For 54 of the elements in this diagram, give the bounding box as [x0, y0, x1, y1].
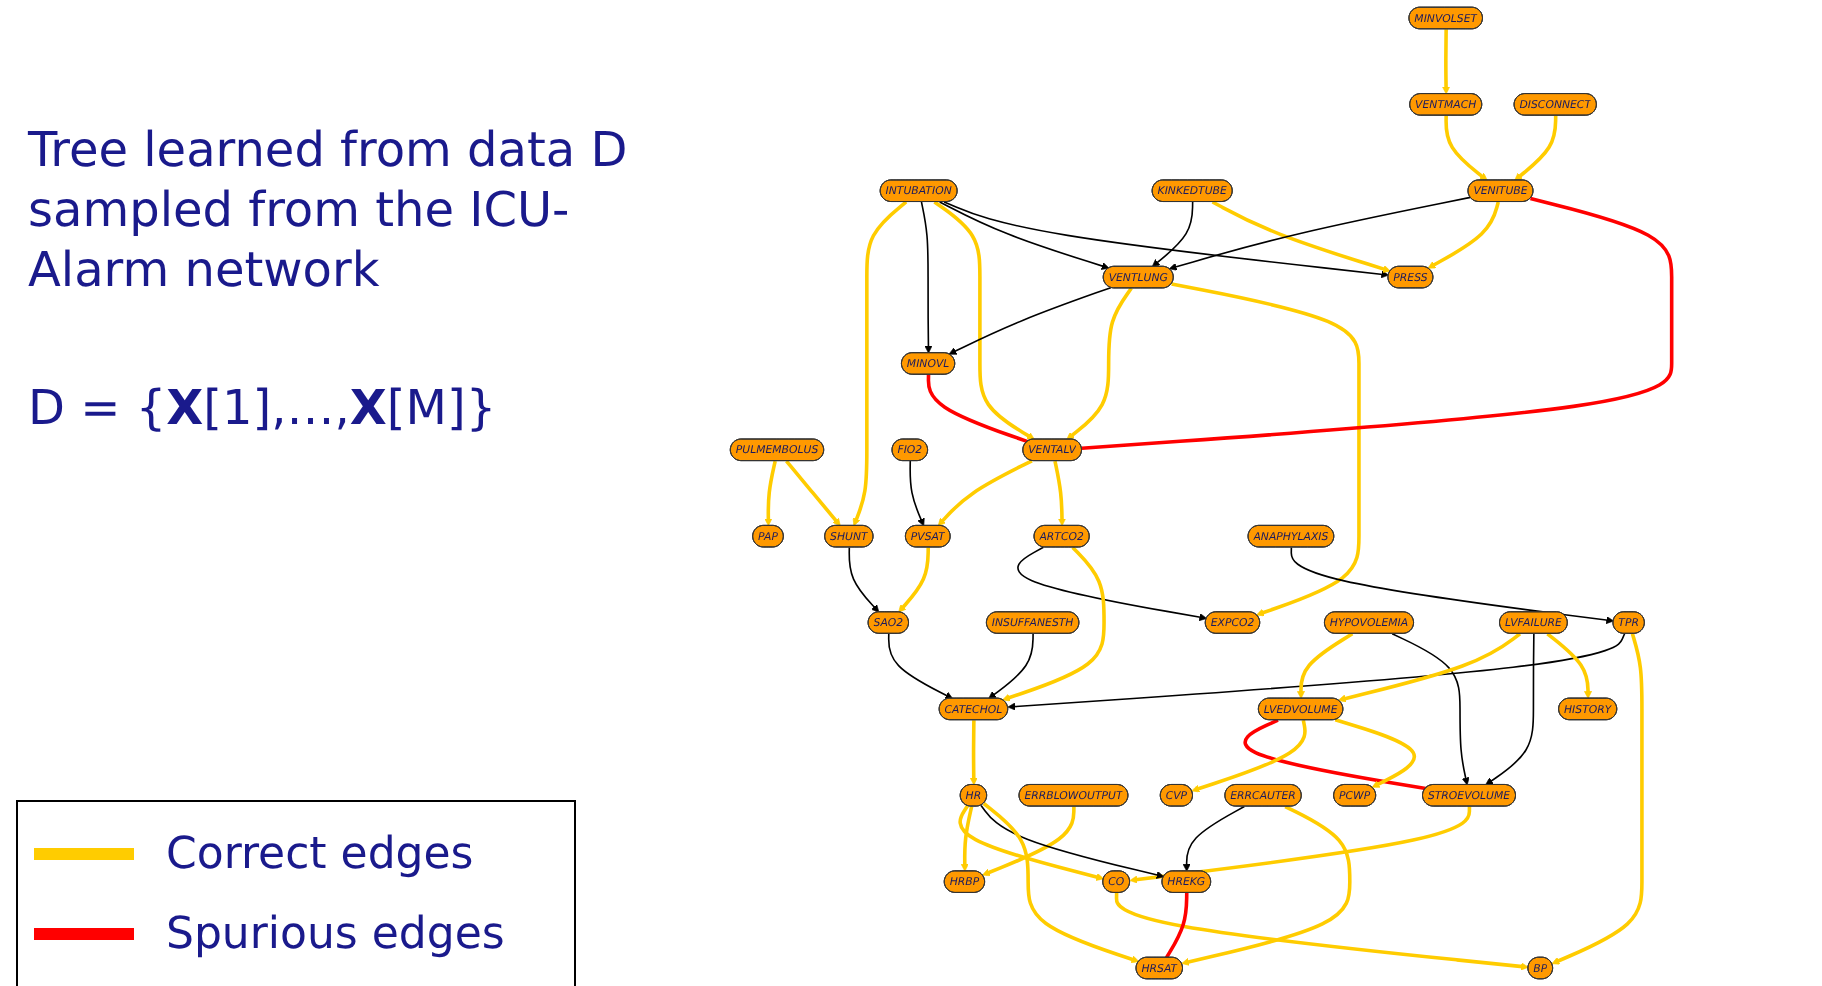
arrow: [1391, 633, 1470, 786]
arrow: [909, 460, 925, 527]
arrow: [764, 460, 777, 527]
legend-label: Correct edges: [166, 829, 474, 879]
arrow: [1129, 806, 1472, 884]
arrow: [1182, 805, 1246, 872]
arrow: [943, 201, 1389, 279]
arrow: [1290, 546, 1614, 624]
arrow: [1297, 632, 1354, 699]
arrow: [920, 201, 933, 354]
arrow: [1007, 633, 1626, 711]
arrow: [1444, 115, 1488, 181]
arrow: [1191, 719, 1307, 793]
arrow: [948, 286, 1112, 355]
arrow: [898, 547, 931, 613]
arrow: [958, 804, 1105, 881]
arrow: [988, 633, 1034, 699]
arrow: [1442, 29, 1450, 95]
arrow: [1151, 201, 1194, 268]
arrow: [1053, 460, 1066, 527]
arrow: [982, 802, 1140, 964]
formula-label: D = {X[1],…,X[M]}: [28, 380, 497, 436]
arrow: [933, 200, 1035, 440]
arrow: [980, 804, 1165, 879]
connector: [1081, 196, 1674, 451]
arrow: [1514, 115, 1558, 181]
arrow: [1168, 196, 1472, 271]
arrow: [938, 201, 1110, 270]
arrow: [1427, 201, 1500, 269]
arrow: [969, 720, 978, 786]
arrow: [1017, 546, 1208, 622]
arrow: [1002, 546, 1106, 702]
connector: [1243, 718, 1427, 791]
arrow: [1551, 633, 1644, 965]
arrow: [1546, 632, 1592, 699]
arrow: [852, 200, 908, 527]
arrow: [1485, 633, 1535, 786]
legend-label: Spurious edges: [166, 909, 505, 959]
arrow: [1181, 804, 1352, 966]
arrow: [1334, 718, 1416, 788]
connector: [926, 374, 1029, 444]
arrow: [1114, 892, 1529, 971]
arrow: [937, 459, 1033, 527]
connector: [1164, 892, 1189, 959]
arrow: [887, 633, 953, 699]
arrow: [1066, 287, 1133, 440]
arrow: [1338, 632, 1522, 703]
arrow: [848, 546, 880, 613]
arrow: [982, 806, 1076, 877]
arrow: [960, 806, 974, 872]
arrow: [1211, 200, 1391, 273]
title: Tree learned from data D sampled from the ICU-Alarm network: [28, 120, 630, 300]
arrow: [1171, 282, 1361, 617]
arrow: [785, 459, 841, 527]
